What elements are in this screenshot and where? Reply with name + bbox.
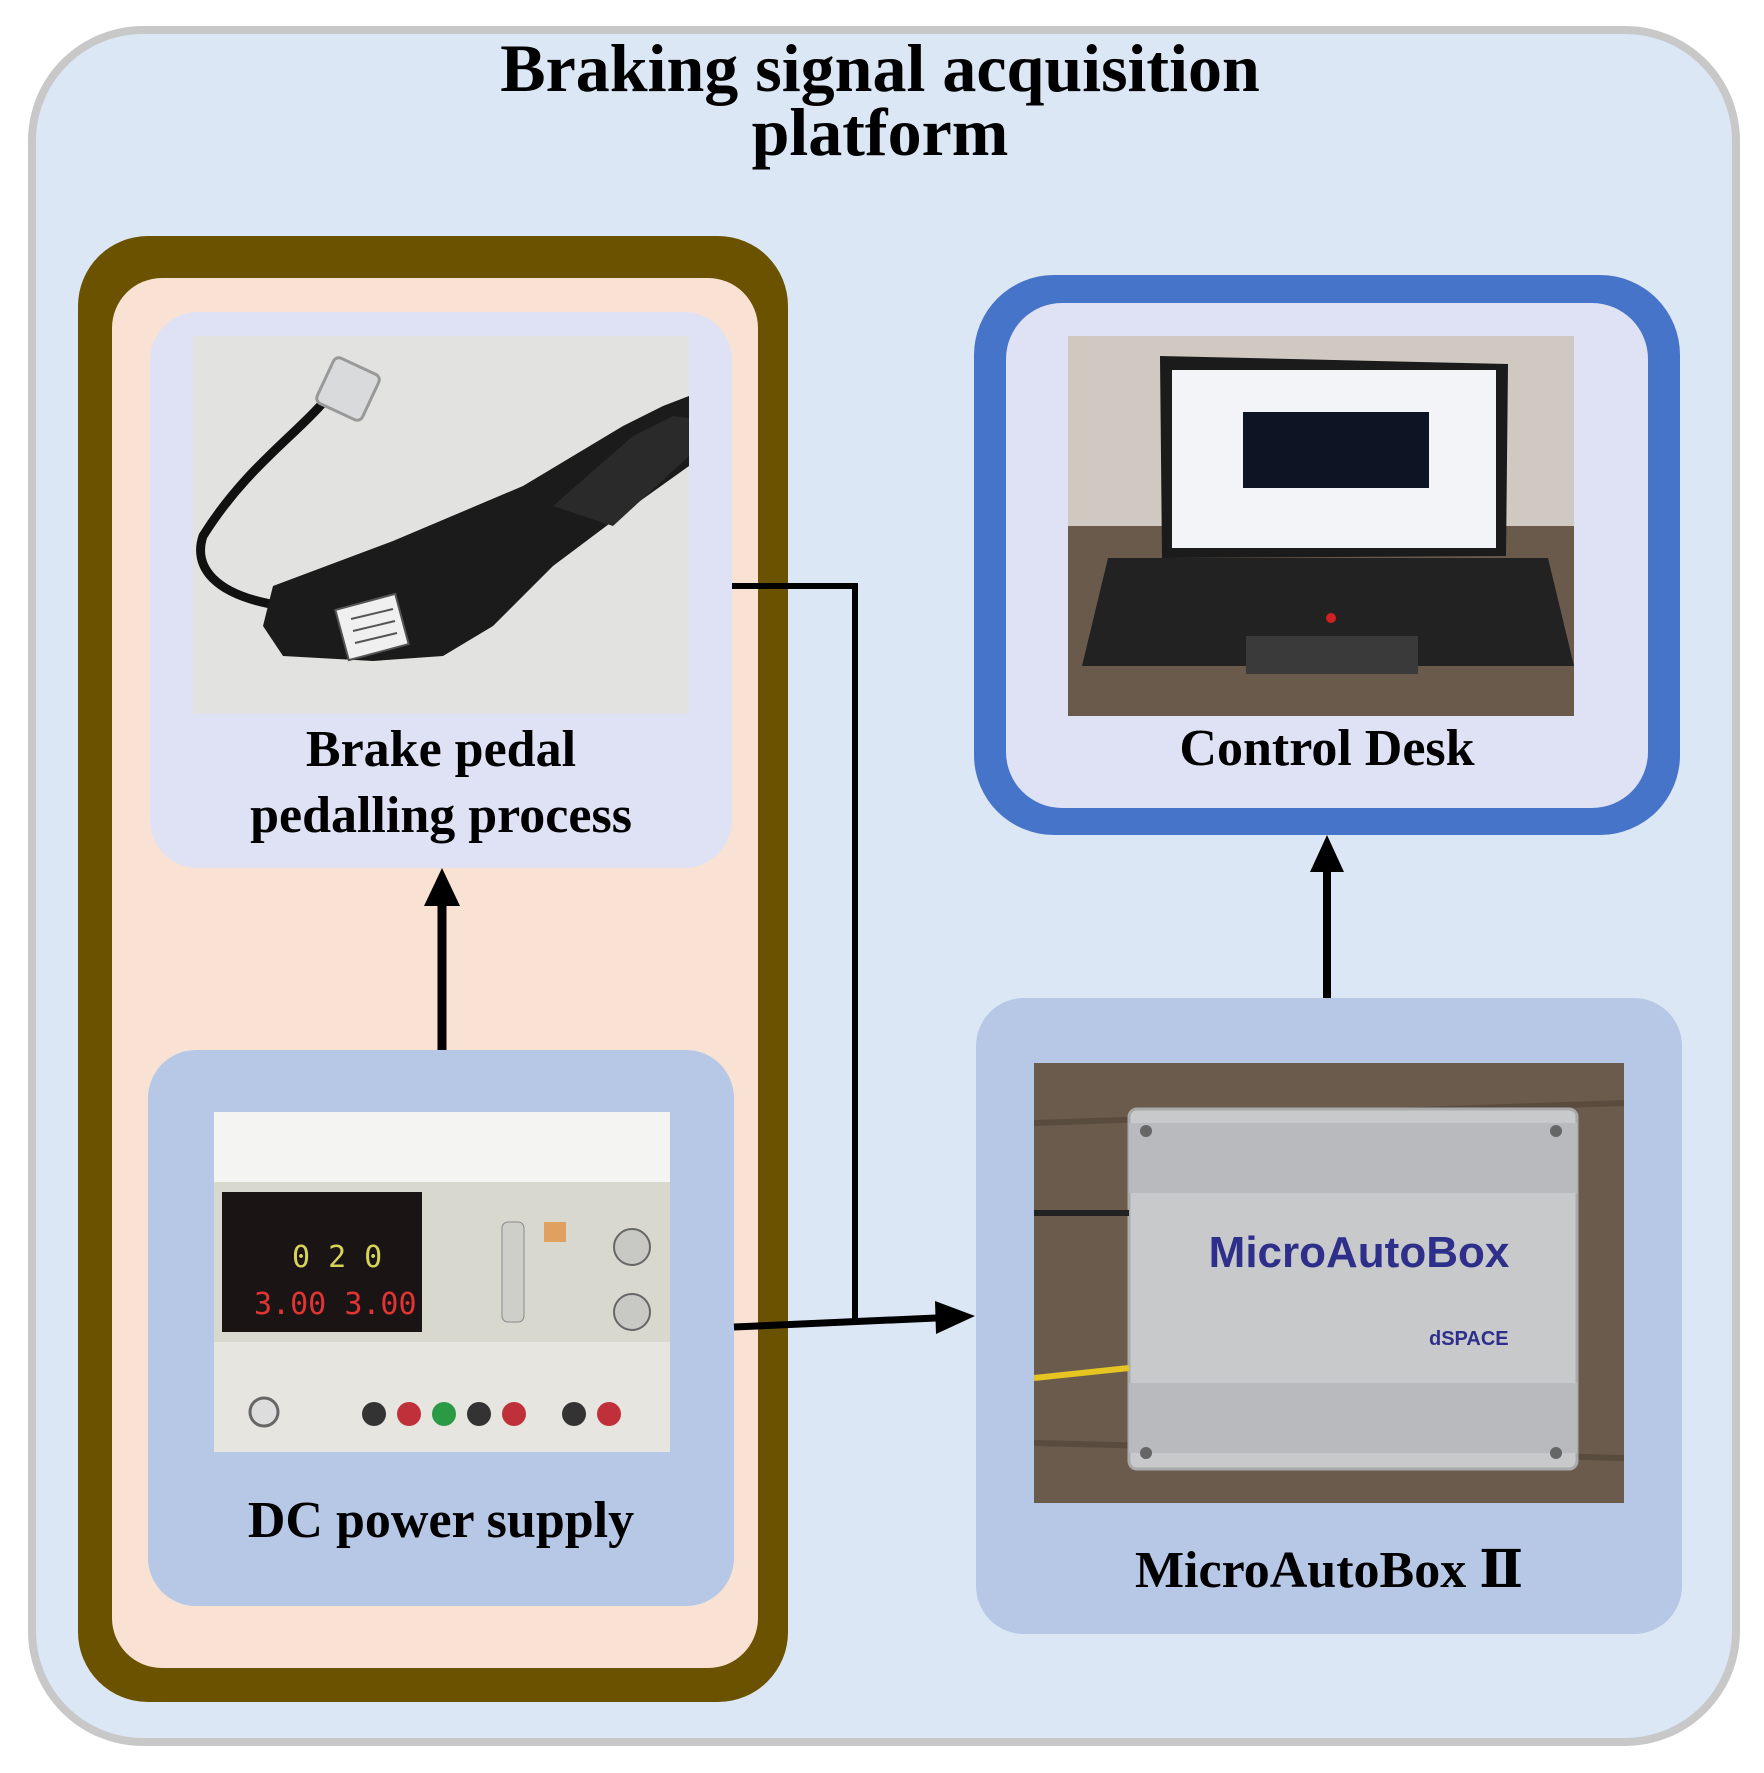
diagram-title: Braking signal acquisition platform [500, 30, 1260, 170]
dc-power-supply-illustration [214, 1112, 670, 1452]
brake-pedal-photo [193, 336, 689, 714]
brake-pedal-illustration [193, 336, 689, 714]
control-desk-label: Control Desk [1179, 720, 1475, 777]
dc-display-bottom: 3.00 3.00 [254, 1287, 424, 1322]
node-brake-pedal: Brake pedal pedalling process [150, 312, 732, 868]
microautobox-maker-text: dSPACE [1429, 1328, 1509, 1350]
node-microautobox: MicroAutoBox dSPACE MicroAutoBox Ⅱ [976, 998, 1682, 1634]
dc-display-top-digit: 0 [364, 1240, 401, 1275]
dc-power-supply-photo: 020 3.00 3.00 [214, 1112, 670, 1452]
node-control-desk: Control Desk [1006, 303, 1648, 808]
dc-display-top-digit: 2 [328, 1240, 365, 1275]
dc-power-supply-label: DC power supply [247, 1492, 635, 1549]
microautobox-label: MicroAutoBox Ⅱ [1134, 1542, 1524, 1599]
node-dc-power-supply: 020 3.00 3.00 DC power supply [148, 1050, 734, 1606]
microautobox-brand-text: MicroAutoBox [1208, 1228, 1510, 1277]
dc-display-top-digit: 0 [292, 1240, 329, 1275]
microautobox-photo: MicroAutoBox dSPACE [1034, 1063, 1624, 1503]
laptop-photo [1068, 336, 1574, 716]
microautobox-illustration [1034, 1063, 1624, 1503]
laptop-illustration [1068, 336, 1574, 716]
dc-display-bottom-value: 3.00 [344, 1287, 417, 1322]
brake-pedal-label: Brake pedal pedalling process [250, 721, 632, 844]
dc-display-bottom-value: 3.00 [254, 1287, 327, 1322]
dc-display-top: 020 [292, 1240, 412, 1275]
